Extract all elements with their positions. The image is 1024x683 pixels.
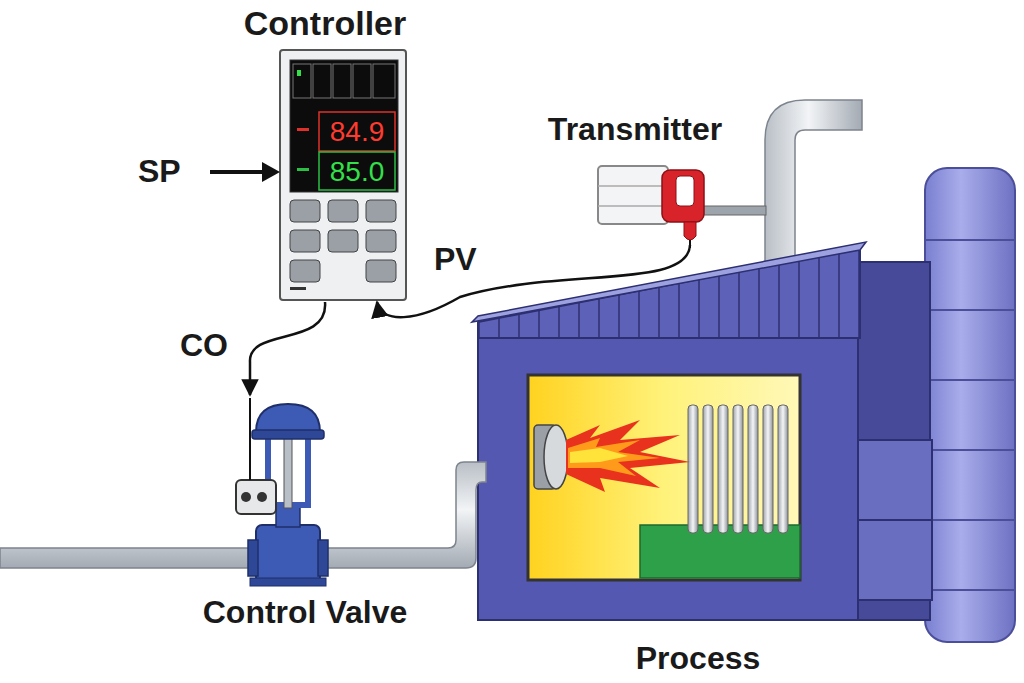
burner-flame-part [544,425,568,489]
text-run: 84.9 [330,116,385,147]
controller-device-part [328,230,358,252]
signal-name: CO [178,326,230,364]
column-tower-part [925,449,1015,451]
setpoint-readout: 85.0 [320,153,394,190]
control-valve-part [257,492,267,502]
furnace-tubes-part [733,405,743,533]
controller-device-part [313,64,331,98]
controller-device-part [366,230,396,252]
burner-flame [534,420,690,492]
transmitter-device-part [598,166,668,224]
transmitter-device-part [662,170,704,222]
controller-device-part [328,200,358,222]
furnace-tubes-part [703,405,713,533]
column-tower-part [925,168,1015,642]
controller-device-part [290,200,320,222]
fuel-pipe [0,462,486,568]
control-valve-title: Control Valve [150,590,460,634]
controller-device-part [280,50,406,300]
burner-flame-part [566,420,690,492]
controller-device-part [373,64,395,98]
control-valve-part [256,525,320,583]
furnace-tubes-part [748,405,758,533]
signal-wire [250,302,325,395]
process-title: Process [588,637,808,679]
signal-name: SP [138,152,181,190]
control-valve-part [248,540,258,576]
controller-device-part [297,168,309,171]
control-valve-part [256,404,320,432]
transmitter-node: Transmitter [505,106,765,245]
controller-device-part [297,128,309,131]
setpoint-arrow-part [262,162,280,182]
controller-device-part [290,60,398,192]
transmitter-title: Transmitter [505,108,765,150]
column-tower-part [925,519,1015,521]
signal-name: PV [432,240,479,278]
text-run: Transmitter [548,111,722,147]
burner-flame-part [570,448,628,463]
controller-device-part [353,64,371,98]
process-value-readout: 84.9 [320,113,394,150]
transmitter-device-part [676,176,694,206]
furnace-building-part [852,440,932,600]
setpoint-arrow-part [210,170,266,174]
furnace-building-part [478,248,860,338]
transmitter-device-part [684,222,696,240]
setpoint-arrow [210,162,280,182]
control-valve-node: Control Valve [150,395,460,640]
furnace-tubes-part [688,405,698,533]
text-run: Control Valve [203,594,408,630]
controller-title: Controller [205,2,445,44]
signal-wire [377,245,690,317]
controller-device-part [290,287,306,290]
control-valve-part [250,578,326,586]
column-tower [925,168,1015,642]
furnace-tubes-part [763,405,773,533]
fuel-pipe-part [0,462,486,568]
burner-flame-part [568,438,660,476]
furnace-building-part [852,519,932,521]
furnace-building-part [472,242,866,322]
transmitter-device-part [598,185,668,187]
controller-device-part [290,260,320,282]
text-run: Controller [244,4,406,42]
furnace-tubes [688,405,788,533]
controller-device-part [366,200,396,222]
furnace-building-part [528,375,800,580]
furnace-tubes-part [718,405,728,533]
control-valve [236,398,328,586]
column-tower-part [925,309,1015,311]
furnace-building [472,242,932,620]
process-node: Process [478,245,1018,681]
controller-device [280,50,406,300]
control-valve-part [241,492,251,502]
transmitter-device-part [700,206,766,215]
control-valve-part [249,398,251,480]
controller-device-part [293,64,311,98]
column-tower-part [925,239,1015,241]
controller-device-part [333,64,351,98]
furnace-building-part [478,338,858,620]
column-tower-part [925,589,1015,591]
transmitter-device-part [598,205,668,207]
text-run: 85.0 [330,156,385,187]
control-valve-part [236,480,276,514]
control-valve-part [318,540,328,576]
transmitter-device [598,166,766,248]
controller-device-part [319,112,395,151]
column-tower-part [925,379,1015,381]
controller-device-part [366,260,396,282]
controller-device-part [290,230,320,252]
controller-device-part [297,70,301,76]
controller-node: Controller 84.9 85.0 [205,2,445,302]
control-valve-part [284,432,292,508]
controller-device-part [319,152,395,190]
furnace-tubes-part [778,405,788,533]
control-valve-part [252,430,324,439]
text-run: Process [636,640,761,676]
